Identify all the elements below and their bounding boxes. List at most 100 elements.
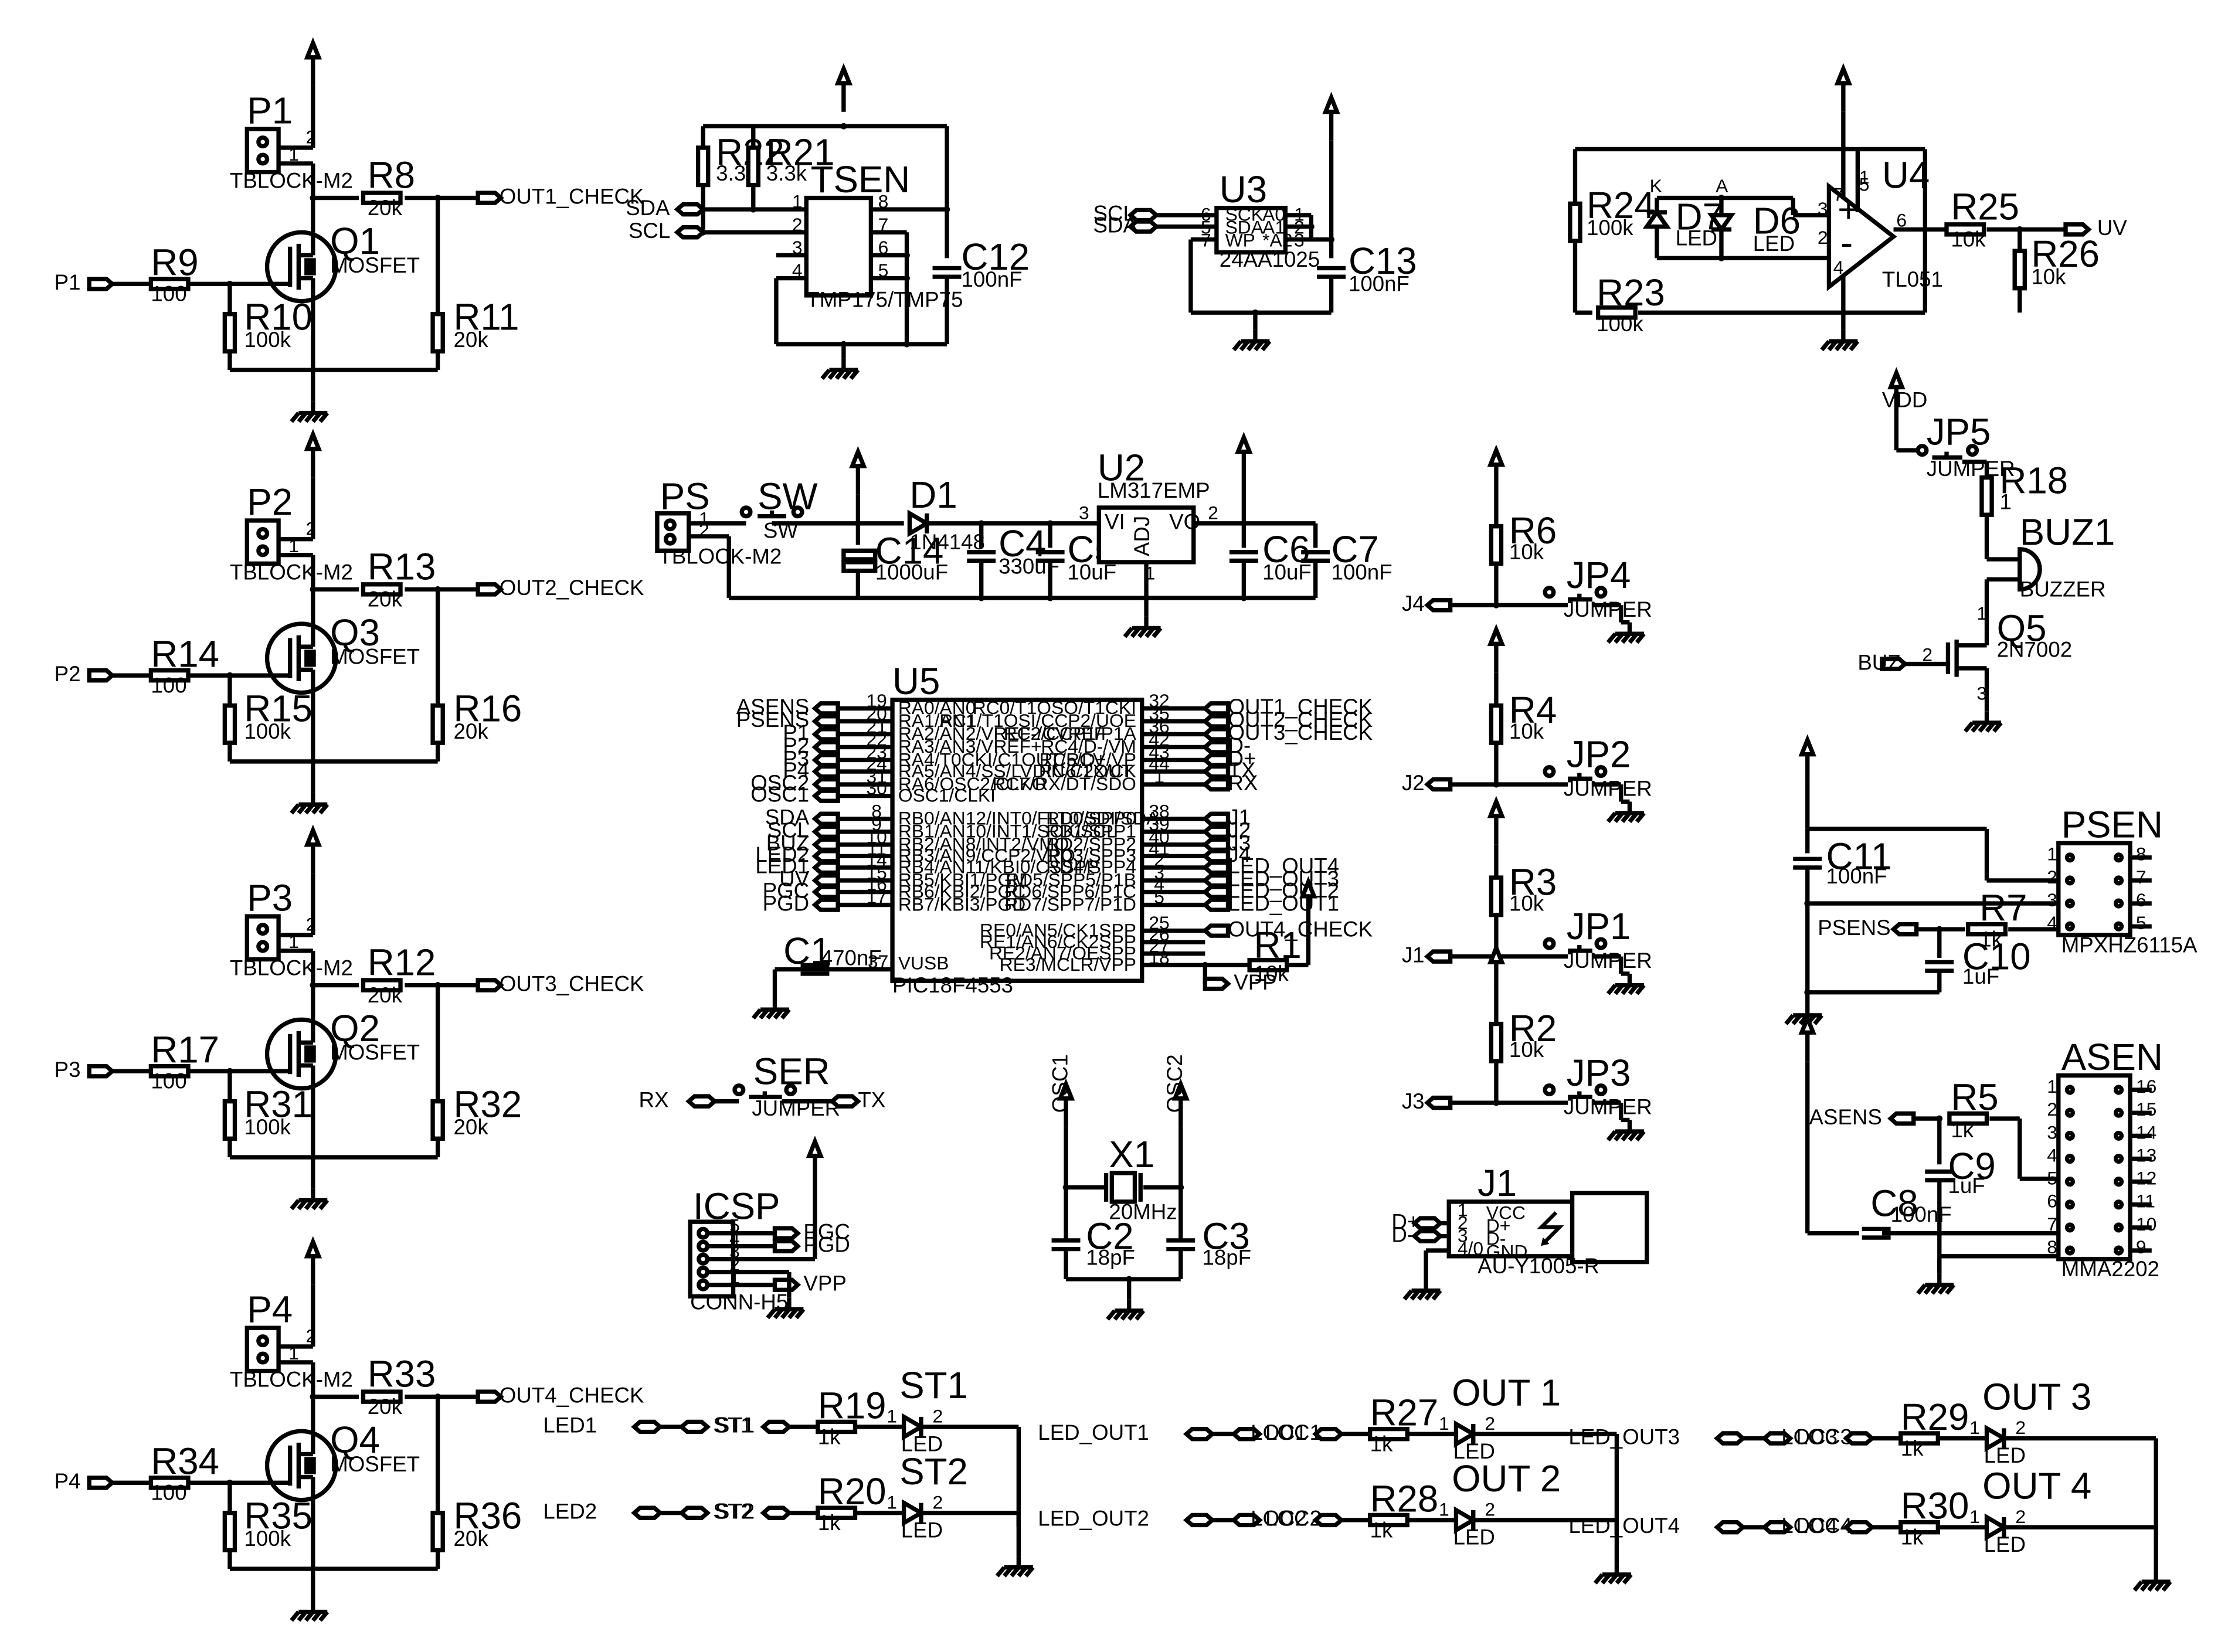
pin-number: 39 — [1149, 813, 1169, 834]
pin-dot — [2064, 1130, 2075, 1141]
mosfet-symbol — [264, 621, 338, 695]
ref-designator: C4 — [998, 523, 1046, 565]
net-label: SCL — [629, 219, 670, 243]
net-label: LED2 — [755, 842, 809, 866]
pin-number: 2 — [2047, 866, 2057, 888]
out-check-arrow — [478, 1392, 501, 1402]
net-label: BUZ — [1857, 650, 1900, 674]
junction-dot — [1126, 1276, 1133, 1283]
pin-number: 1 — [288, 144, 299, 165]
pin-number: 1 — [1859, 166, 1870, 188]
pin-number: 36 — [1149, 716, 1169, 737]
pin-label: RA3/AN3/VREF+ — [898, 736, 1042, 757]
pic-left-tag — [815, 814, 838, 824]
part-value: MOSFET — [330, 1452, 420, 1476]
power-arrow — [809, 1141, 821, 1184]
junction-dot — [2016, 226, 2023, 233]
header-pin — [697, 1265, 710, 1279]
pin-label: RA0/AN0 — [898, 697, 976, 718]
net-label: J2 — [1228, 818, 1251, 842]
net-label: LOC1 — [1251, 1420, 1307, 1444]
part-value: 100k — [244, 1527, 291, 1551]
net-label: D+ — [1228, 746, 1256, 770]
net-label: LED1 — [755, 854, 809, 878]
pin-number: 7 — [1833, 183, 1844, 205]
pic-right-tag — [1205, 827, 1228, 837]
part-value: 10k — [2031, 264, 2066, 288]
ref-designator: JP2 — [1567, 734, 1631, 776]
pin-number: 1 — [1439, 1413, 1449, 1434]
net-label: VPP — [803, 1272, 846, 1296]
part-value: BUZZER — [2020, 577, 2106, 601]
net-label: BUZ — [766, 831, 809, 855]
ref-designator: Q2 — [330, 1008, 380, 1049]
pin-number: 5 — [878, 260, 889, 281]
junction-dot — [943, 206, 950, 213]
net-label: TX — [858, 1087, 885, 1111]
part-value: 1000uF — [875, 560, 948, 584]
pin-label: RB3/AN9/CCP2/VPO — [898, 845, 1075, 866]
pullup-resistor — [1491, 706, 1501, 743]
ref-designator: R23 — [1597, 272, 1665, 314]
part-value: 20k — [454, 328, 489, 352]
ground-symbol — [1786, 1004, 1822, 1024]
terminal-block — [244, 914, 281, 962]
led-loc-tag — [1316, 1515, 1341, 1525]
net-label: UV — [779, 867, 809, 891]
mosfet-body — [304, 650, 316, 667]
pin-label: RA2/AN2/VREF-/CVREF — [898, 723, 1105, 744]
out-check-arrow — [478, 584, 501, 594]
net-label: LOC2 — [1265, 1507, 1322, 1531]
header-pin — [697, 1226, 710, 1240]
part-value: 1k — [1370, 1518, 1393, 1542]
ref-designator: C7 — [1332, 529, 1379, 570]
ground-symbol — [1608, 1120, 1644, 1140]
ground-symbol — [1125, 617, 1160, 637]
ref-designator: SW — [758, 475, 817, 517]
part-value: 24AA1025 — [1220, 247, 1320, 271]
part-value: 3.3k — [766, 161, 807, 185]
net-label: VPP — [1234, 970, 1276, 994]
switch-pin — [791, 505, 804, 519]
pin-dot — [2113, 1085, 2124, 1095]
led-net-tag — [634, 1422, 660, 1432]
net-label: OUT1_CHECK — [1228, 695, 1373, 719]
pin-number: 14 — [2136, 1121, 2156, 1143]
ref-designator: C9 — [1948, 1145, 1995, 1187]
part-value: TMP175/TMP75 — [806, 287, 963, 311]
pin-dot — [2064, 1153, 2075, 1164]
ref-designator: X1 — [1109, 1134, 1154, 1175]
pin-label: RE1/AN6/CK2SPP — [980, 931, 1136, 952]
led-net-tag — [1717, 1433, 1743, 1443]
led-loc-tag — [1316, 1429, 1341, 1439]
ref-designator: P2 — [247, 481, 293, 523]
net-label: J1 — [1402, 943, 1425, 967]
pic-left-tag — [815, 875, 838, 885]
pin-number: 2 — [1485, 1499, 1495, 1520]
mosfet-body — [304, 258, 316, 276]
pin-number: 3 — [729, 1240, 740, 1262]
terminal-pin — [256, 1351, 270, 1365]
pin-number: 2 — [933, 1406, 943, 1427]
pin-number: 22 — [866, 729, 887, 750]
asens-tag — [1891, 1113, 1914, 1123]
input-arrow — [89, 671, 112, 681]
net-label: D+ — [1391, 1209, 1419, 1233]
junction-dot — [434, 982, 441, 988]
part-value: 10k — [1254, 961, 1289, 985]
net-label: ST2 — [713, 1500, 752, 1524]
junction-dot — [1840, 146, 1847, 152]
jumper-pin — [1543, 937, 1556, 950]
input-arrow — [89, 1066, 112, 1076]
ref-designator: Q1 — [330, 220, 380, 262]
net-label: LOC2 — [1251, 1507, 1307, 1531]
pin-number: 6 — [878, 237, 889, 258]
pin-label: SDA — [1225, 217, 1264, 238]
pic-left-tag — [815, 862, 838, 872]
pin-number: 18 — [1149, 947, 1169, 968]
pin-dot — [2113, 852, 2124, 863]
pin-dot — [2113, 921, 2124, 932]
pin-label: RB1/AN10/INT1/SCK/SCL — [898, 821, 1117, 842]
c4 — [967, 552, 996, 561]
pin-number: 15 — [2136, 1099, 2156, 1120]
